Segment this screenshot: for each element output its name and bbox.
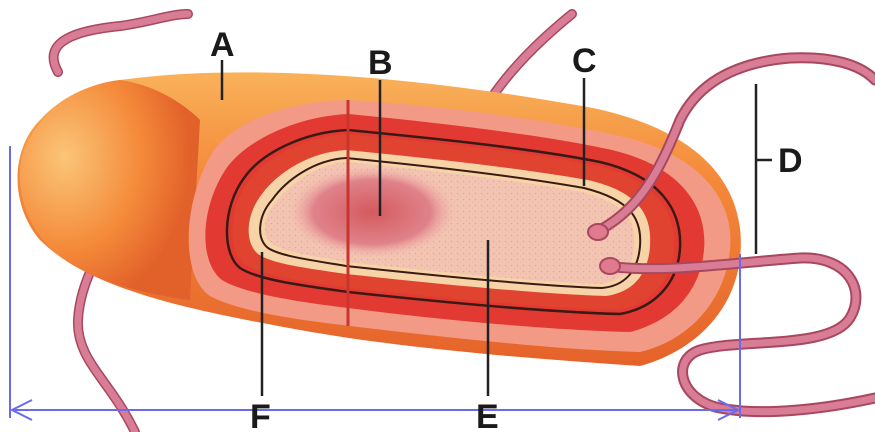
label-a: A [210,26,235,64]
label-d: D [778,142,803,180]
label-f: F [250,398,271,432]
label-e: E [476,398,499,432]
label-b: B [368,44,393,82]
capsule-rounded-end [20,80,200,300]
label-c: C [572,42,597,80]
nucleoid [288,166,456,258]
